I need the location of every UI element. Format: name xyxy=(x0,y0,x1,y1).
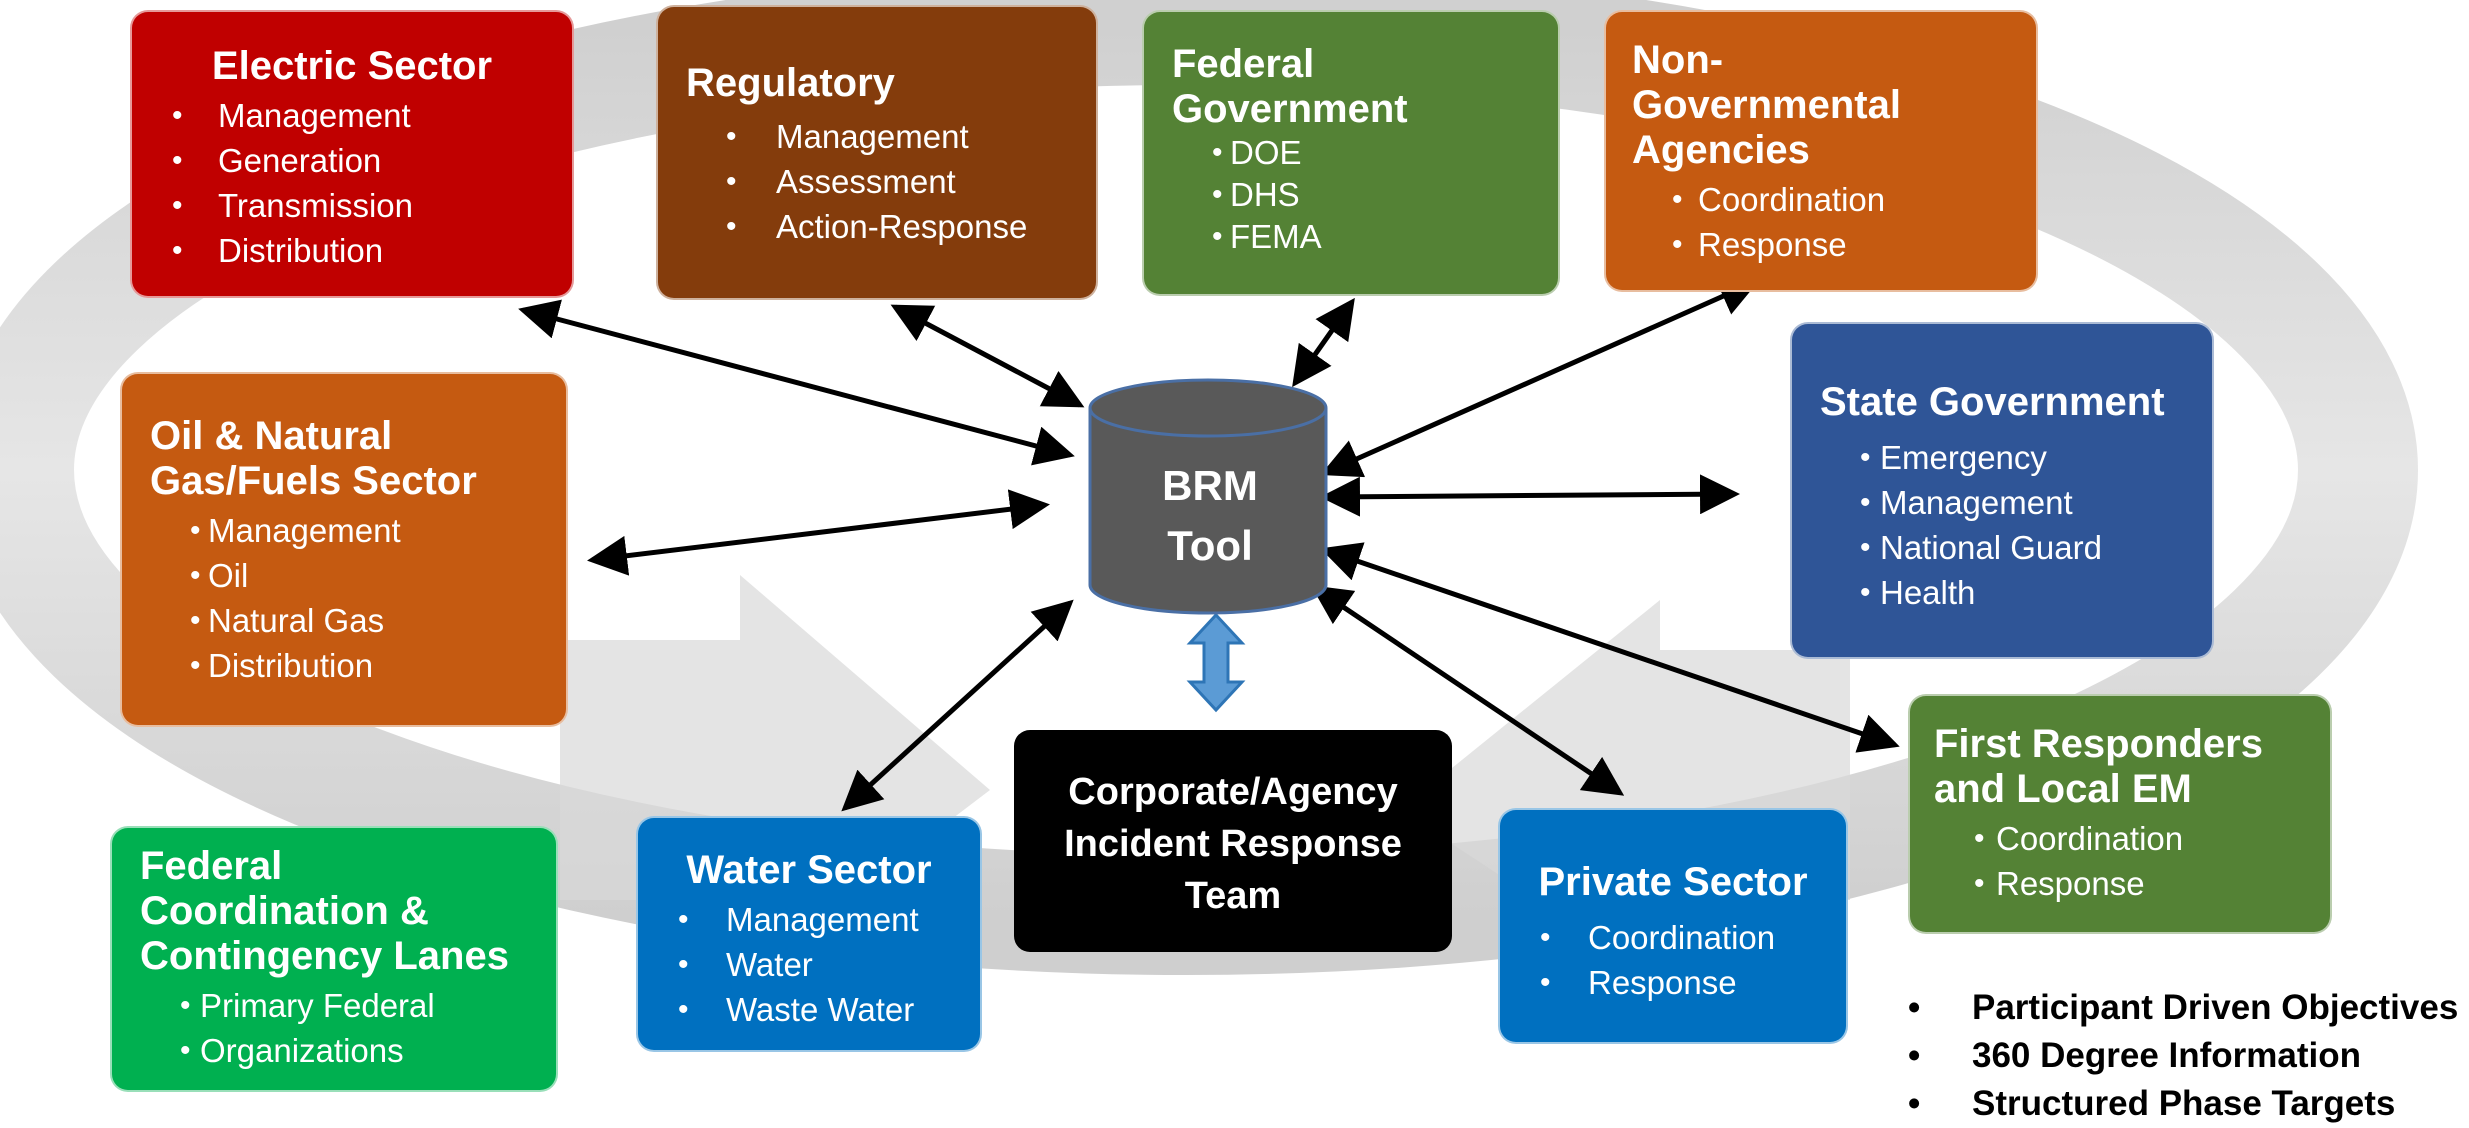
list-item: Management xyxy=(150,508,566,553)
title-line: First Responders xyxy=(1934,722,2263,766)
team-line3: Team xyxy=(1184,875,1282,917)
arrow-regulatory xyxy=(890,304,1085,408)
list-item: Water xyxy=(638,942,980,987)
ngo-title: Non- Governmental Agencies xyxy=(1632,38,2036,173)
ngo-box: Non- Governmental Agencies Coordination … xyxy=(1604,10,2038,292)
private-sector-box: Private Sector Coordination Response xyxy=(1498,808,1848,1044)
brm-tool-line1: BRM xyxy=(1162,462,1258,509)
title-line: Agencies xyxy=(1632,128,1810,172)
title-line: Government xyxy=(1172,87,1408,131)
oil-gas-sector-box: Oil & Natural Gas/Fuels Sector Managemen… xyxy=(120,372,568,727)
arrow-oil-gas xyxy=(587,489,1050,576)
list-item: Primary Federal xyxy=(140,983,556,1028)
private-sector-title: Private Sector xyxy=(1538,860,1808,904)
list-item: FEMA xyxy=(1172,216,1558,258)
title-line: Contingency Lanes xyxy=(140,934,509,978)
title-line: and Local EM xyxy=(1934,767,2192,811)
list-item: Natural Gas xyxy=(150,598,566,643)
brm-tool-line2: Tool xyxy=(1167,522,1253,569)
title-line: Federal xyxy=(1172,42,1315,86)
regulatory-box: Regulatory Management Assessment Action-… xyxy=(656,5,1098,300)
regulatory-title: Regulatory xyxy=(686,61,895,105)
title-line: Federal xyxy=(140,844,283,888)
water-sector-box: Water Sector Management Water Waste Wate… xyxy=(636,816,982,1052)
list-item: Management xyxy=(1820,480,2212,525)
list-item: DHS xyxy=(1172,174,1558,216)
electric-sector-box: Electric Sector Management Generation Tr… xyxy=(130,10,574,298)
list-item: Response xyxy=(1934,861,2330,906)
list-item: Assessment xyxy=(686,159,1096,204)
list-item: Transmission xyxy=(132,183,572,228)
federal-coordination-box: Federal Coordination & Contingency Lanes… xyxy=(110,826,558,1092)
oil-gas-sector-title: Oil & Natural Gas/Fuels Sector xyxy=(150,414,566,504)
list-item: Health xyxy=(1820,570,2212,615)
list-item: Response xyxy=(1500,960,1846,1005)
list-item: DOE xyxy=(1172,132,1558,174)
blue-double-arrow xyxy=(1186,612,1246,713)
water-sector-title: Water Sector xyxy=(686,848,932,892)
list-item: Management xyxy=(686,114,1096,159)
list-item: National Guard xyxy=(1820,525,2212,570)
list-item: Action-Response xyxy=(686,204,1096,249)
list-item: Coordination xyxy=(1632,177,2036,222)
brm-tool-cylinder xyxy=(1088,378,1328,615)
list-item: Coordination xyxy=(1500,915,1846,960)
list-item: Distribution xyxy=(150,643,566,688)
list-item: Distribution xyxy=(132,228,572,273)
list-item: Waste Water xyxy=(638,987,980,1032)
objective-item: Structured Phase Targets xyxy=(1890,1080,2458,1128)
first-responders-title: First Responders and Local EM xyxy=(1934,722,2330,812)
federal-government-title: Federal Government xyxy=(1172,42,1558,132)
state-government-box: State Government Emergency Management Na… xyxy=(1790,322,2214,659)
list-item: Generation xyxy=(132,138,572,183)
federal-coordination-title: Federal Coordination & Contingency Lanes xyxy=(140,844,556,979)
list-item: Management xyxy=(132,93,572,138)
objective-item: Participant Driven Objectives xyxy=(1890,984,2458,1032)
list-item: Response xyxy=(1632,222,2036,267)
objective-item: 360 Degree Information xyxy=(1890,1032,2458,1080)
list-item: Organizations xyxy=(140,1028,556,1073)
federal-government-box: Federal Government DOE DHS FEMA xyxy=(1142,10,1560,296)
first-responders-box: First Responders and Local EM Coordinati… xyxy=(1908,694,2332,934)
title-line: Coordination & xyxy=(140,889,429,933)
list-item: Emergency xyxy=(1820,435,2212,480)
brm-tool-label: BRM Tool xyxy=(1090,456,1330,576)
objectives-list: Participant Driven Objectives 360 Degree… xyxy=(1890,984,2458,1128)
state-government-title: State Government xyxy=(1820,380,2165,424)
title-line: Non- xyxy=(1632,38,1724,82)
arrow-ngo xyxy=(1320,277,1760,478)
team-line1: Corporate/Agency xyxy=(1068,771,1398,813)
list-item: Coordination xyxy=(1934,816,2330,861)
team-line2: Incident Response xyxy=(1064,823,1402,865)
arrow-electric xyxy=(518,299,1075,466)
list-item: Oil xyxy=(150,553,566,598)
arrow-state-gov xyxy=(1320,474,1740,517)
incident-response-team-box: Corporate/Agency Incident Response Team xyxy=(1014,730,1452,952)
title-line: Governmental xyxy=(1632,83,1901,127)
title-line: Gas/Fuels Sector xyxy=(150,459,477,503)
title-line: Oil & Natural xyxy=(150,414,393,458)
arrow-federal-gov xyxy=(1292,297,1355,388)
list-item: Management xyxy=(638,897,980,942)
electric-sector-title: Electric Sector xyxy=(211,44,493,88)
arrow-water xyxy=(841,599,1074,812)
arrow-private xyxy=(1310,585,1625,796)
